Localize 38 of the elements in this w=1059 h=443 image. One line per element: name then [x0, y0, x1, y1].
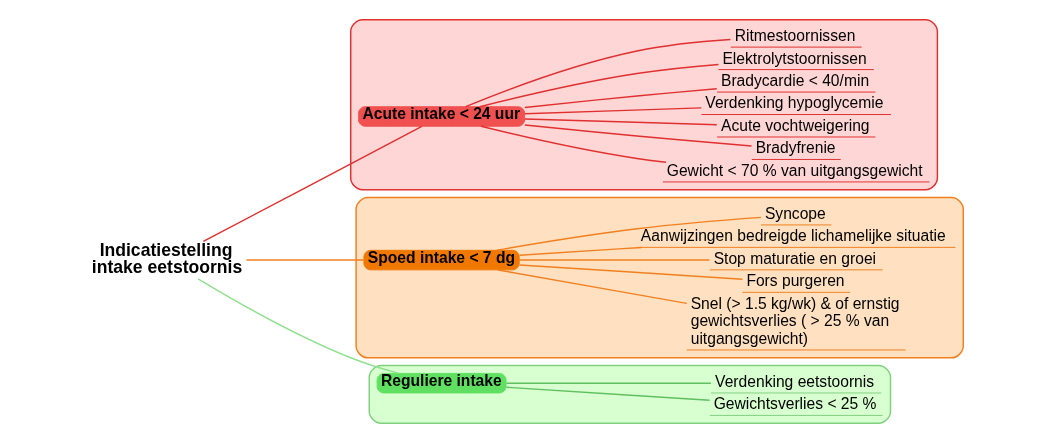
node-text: Ritmestoornissen	[734, 27, 856, 45]
node-text: Gewicht < 70 % van uitgangsgewicht	[666, 161, 923, 179]
connector	[518, 264, 744, 280]
node-text: Elektrolytstoornissen	[722, 49, 867, 67]
connector	[518, 259, 711, 261]
connector	[496, 216, 762, 251]
node-text: Aanwijzingen bedreigde lichamelijke situatie	[640, 227, 946, 245]
node-text: Acute vochtweigering	[720, 116, 870, 134]
node-box: Acute intake < 24 uur	[358, 106, 526, 127]
connector	[480, 125, 667, 164]
node-text: Bradycardie < 40/min	[720, 71, 870, 89]
connector	[524, 107, 703, 115]
node-box: Reguliere intake	[376, 372, 507, 394]
connector	[518, 246, 643, 256]
node-text: Syncope	[764, 204, 826, 222]
node-text: Gewichtsverlies < 25 %	[713, 395, 877, 413]
connector	[245, 259, 365, 261]
node-text: Stop maturatie en groei	[713, 249, 877, 267]
node-text: Bradyfrenie	[755, 139, 836, 157]
connector	[505, 386, 711, 401]
connector	[497, 269, 688, 305]
node-text: Snel (> 1.5 kg/wk) & of ernstig gewichtsverlies ( > 25 % van uitgangsgewicht)	[690, 294, 900, 347]
connector	[479, 63, 720, 108]
node-box: Spoed intake < 7 dg	[363, 249, 520, 271]
node-text: Fors purgeren	[746, 272, 845, 290]
connector	[524, 124, 753, 147]
connector	[197, 278, 400, 375]
node-text: Verdenking hypoglycemie	[705, 94, 884, 112]
connector	[505, 382, 712, 384]
connector	[524, 118, 718, 126]
connector	[524, 88, 718, 109]
node-text: Verdenking eetstoornis	[715, 372, 875, 390]
node-text: Indicatiestelling intake eetstoornis	[91, 239, 243, 278]
connector	[464, 38, 732, 108]
cluster	[355, 196, 964, 359]
cluster	[368, 364, 892, 424]
connector	[202, 125, 423, 243]
cluster	[349, 19, 939, 191]
